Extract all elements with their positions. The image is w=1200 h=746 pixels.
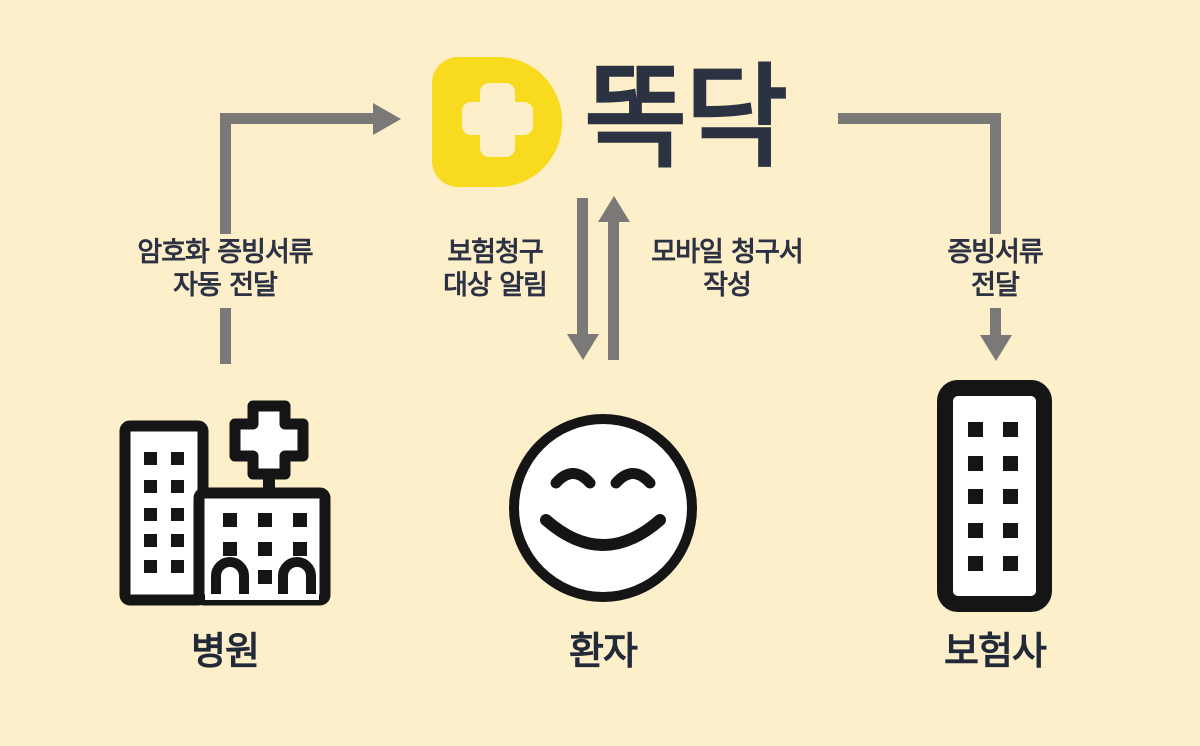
arrow-patient-to-app-shaft: [608, 222, 619, 360]
label-app-to-insurer: 증빙서류 전달: [895, 236, 1095, 302]
patient-label: 환자: [569, 629, 638, 673]
arrowhead-down-patient-icon: [567, 334, 599, 360]
insurer-label: 보험사: [944, 629, 1047, 673]
app-name: 똑닥: [584, 53, 788, 183]
arrow-hospital-to-app-horizontal: [220, 113, 373, 124]
arrow-app-to-patient-shaft: [577, 198, 588, 334]
arrowhead-right-icon: [373, 103, 401, 135]
arrowhead-down-insurer-icon: [980, 335, 1012, 361]
label-app-to-patient: 보험청구 대상 알림: [395, 236, 595, 302]
label-line: 대상 알림: [443, 270, 548, 301]
ddocdoc-d-plus-icon: [432, 57, 562, 187]
ddocdoc-logo: 똑닥: [432, 53, 788, 187]
label-line: 작성: [703, 270, 752, 301]
arrowhead-up-app-icon: [598, 196, 630, 222]
label-line: 자동 전달: [173, 270, 278, 301]
smiley-face-icon: [503, 408, 703, 612]
arrow-app-to-insurer-vertical-bottom: [990, 308, 1001, 335]
hospital-label: 병원: [191, 629, 260, 673]
label-line: 모바일 청구서: [651, 237, 803, 268]
label-patient-to-app: 모바일 청구서 작성: [607, 236, 847, 302]
arrow-hospital-to-app-vertical-top: [220, 113, 231, 234]
label-line: 증빙서류: [947, 237, 1043, 268]
hospital-buildings-cross-icon: [113, 390, 337, 618]
arrow-app-to-insurer-vertical-top: [990, 113, 1001, 234]
label-line: 전달: [971, 270, 1020, 301]
label-hospital-to-app: 암호화 증빙서류 자동 전달: [75, 236, 375, 302]
arrow-app-to-insurer-horizontal: [838, 113, 1001, 124]
label-line: 보험청구: [447, 237, 543, 268]
plus-cutout-horizontal: [462, 102, 533, 135]
arrow-hospital-to-app-vertical-bottom: [220, 308, 231, 364]
office-building-icon: [930, 375, 1060, 624]
label-line: 암호화 증빙서류: [137, 237, 313, 268]
